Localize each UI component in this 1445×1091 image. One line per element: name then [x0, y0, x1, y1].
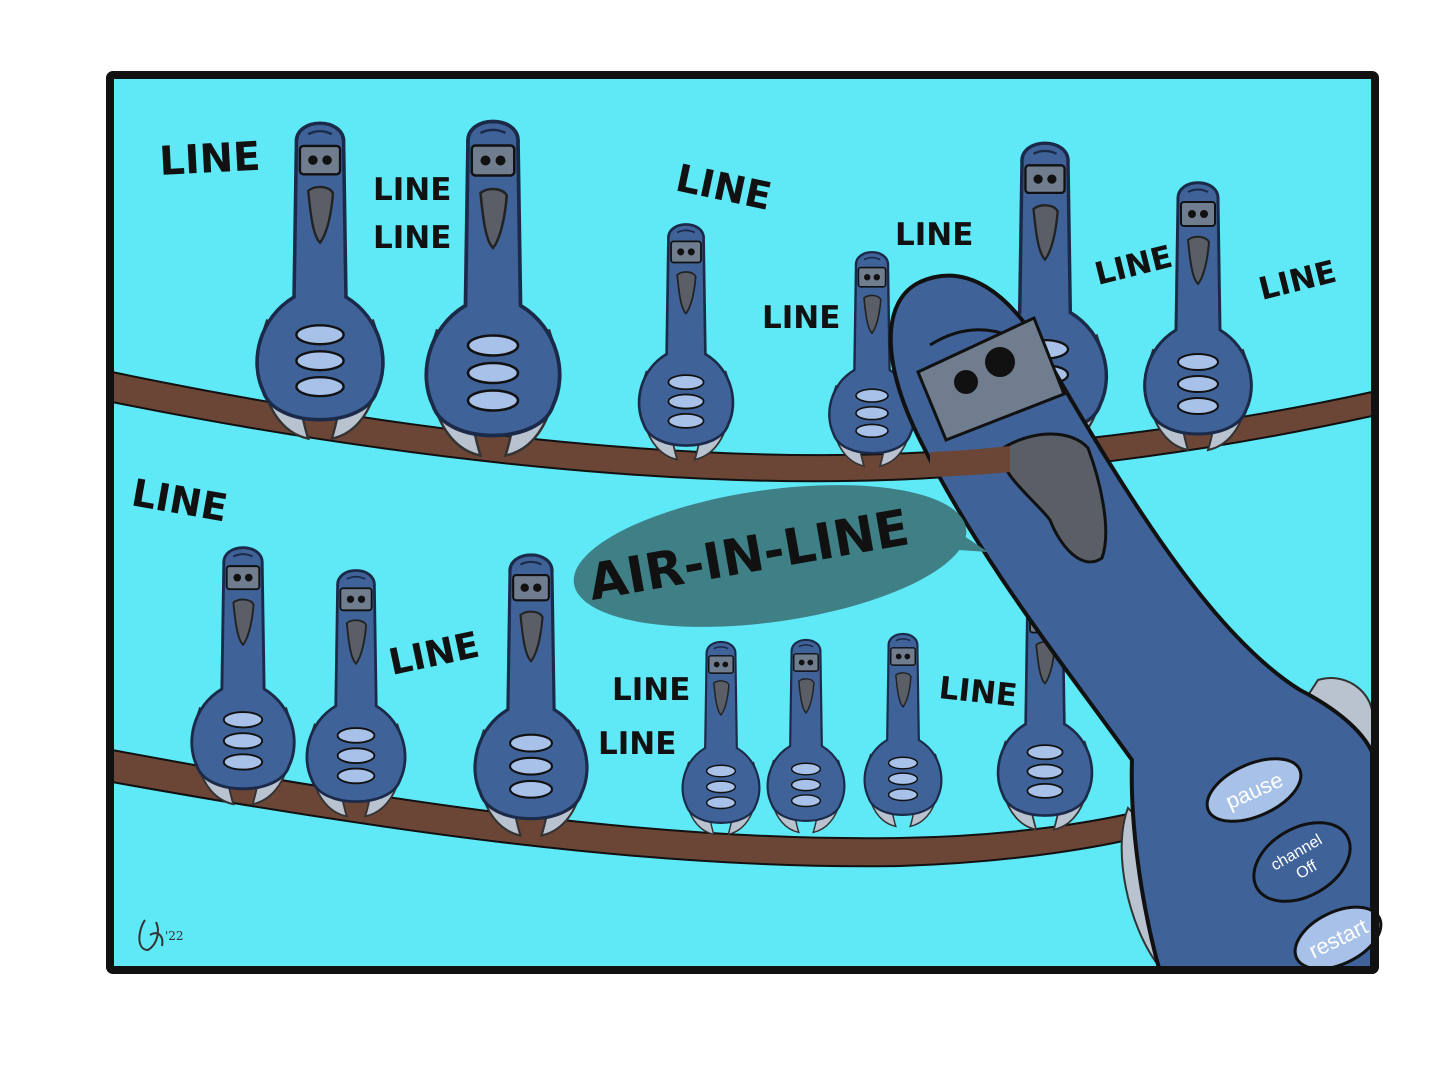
speech-bubble-shape [573, 485, 967, 627]
artist-signature: '22 [138, 919, 184, 952]
big-bird-eye-left [954, 370, 978, 394]
call-line-6: LINE [762, 300, 840, 336]
signature-year: '22 [165, 929, 184, 943]
upper-wire-front [930, 446, 1010, 477]
button-channel-off[interactable]: channel Off [1240, 807, 1364, 918]
big-bird-eye-right [985, 347, 1015, 377]
call-line-3: LINE [373, 220, 451, 256]
button-pause[interactable]: pause [1198, 746, 1311, 834]
call-line-11: LINE [612, 672, 690, 708]
big-bird: pause channel Off restart [888, 273, 1390, 981]
call-line-5: LINE [895, 217, 973, 253]
signature-mark [138, 919, 164, 952]
call-line-12: LINE [598, 726, 676, 762]
panel-frame [106, 71, 1379, 974]
call-line-1: LINE [158, 134, 261, 185]
button-restart[interactable]: restart [1285, 894, 1390, 981]
big-bird-beak [998, 432, 1108, 564]
big-bird-visor [916, 315, 1066, 442]
call-line-13: LINE [937, 670, 1019, 714]
call-line-2: LINE [373, 172, 451, 208]
